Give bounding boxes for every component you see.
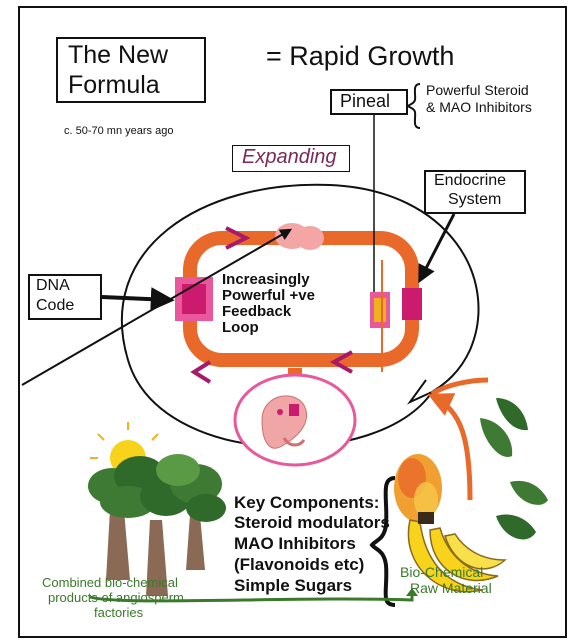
angiosperm-line2: products of angiosperm [48,590,184,605]
endocrine-block [402,288,422,320]
endocrine-arrow [418,213,456,284]
key-components-2: Steroid modulators [234,513,390,532]
endocrine-box [424,170,526,214]
link-line [21,228,293,386]
title-box [56,37,206,103]
pineal-brace [406,83,421,129]
loop-label-4: Loop [222,319,259,336]
equals-text: = Rapid Growth [266,41,455,71]
pineal-note-1: Powerful Steroid [426,82,529,98]
key-components-3: MAO Inhibitors [234,534,356,553]
pineal-label: Pineal [340,91,391,111]
diagram-frame [18,6,567,638]
era-text: c. 50-70 mn years ago [64,125,174,137]
key-components-4: (Flavonoids etc) [234,555,365,574]
loop-label-1: Increasingly [222,271,310,288]
key-components-5: Simple Sugars [234,576,353,595]
raw-arrow-1 [427,393,473,501]
raw-arrow-2 [430,377,489,397]
expanding-label: Expanding [242,146,337,168]
loop-label-2: Powerful +ve [222,287,315,304]
dna-box [28,274,102,320]
loop-chevron-top [225,226,251,250]
angiosperm-line3: factories [94,605,144,620]
endocrine-line2: System [448,191,502,208]
embryo-icon [233,368,357,467]
angiosperm-line1: Combined bio-chemical [42,575,178,590]
pineal-note-2: & MAO Inhibitors [426,99,532,115]
expanding-box [232,145,350,172]
loop-chevron-bottom-left [190,360,212,384]
loop-label-3: Feedback [222,303,292,320]
raw-material-2: Raw Material [410,580,492,596]
banana-icon [407,512,507,593]
green-connector [89,592,414,603]
title-line2: Formula [68,71,160,99]
raw-material-1: Bio-Chemical [400,564,484,580]
key-components-1: Key Components: [234,493,380,512]
mango-icon [394,454,442,522]
brain-icon [275,223,324,250]
title-line1: The New [68,41,169,69]
pineal-box [330,89,408,115]
endocrine-line1: Endocrine [434,172,507,189]
dna-arrow [101,287,175,312]
leaf-icon [480,398,548,540]
key-brace [369,476,396,607]
dna-line1: DNA [36,277,70,294]
tree-icon [88,454,226,596]
loop-chevron-bottom-right [329,350,353,374]
dna-line2: Code [36,297,75,314]
